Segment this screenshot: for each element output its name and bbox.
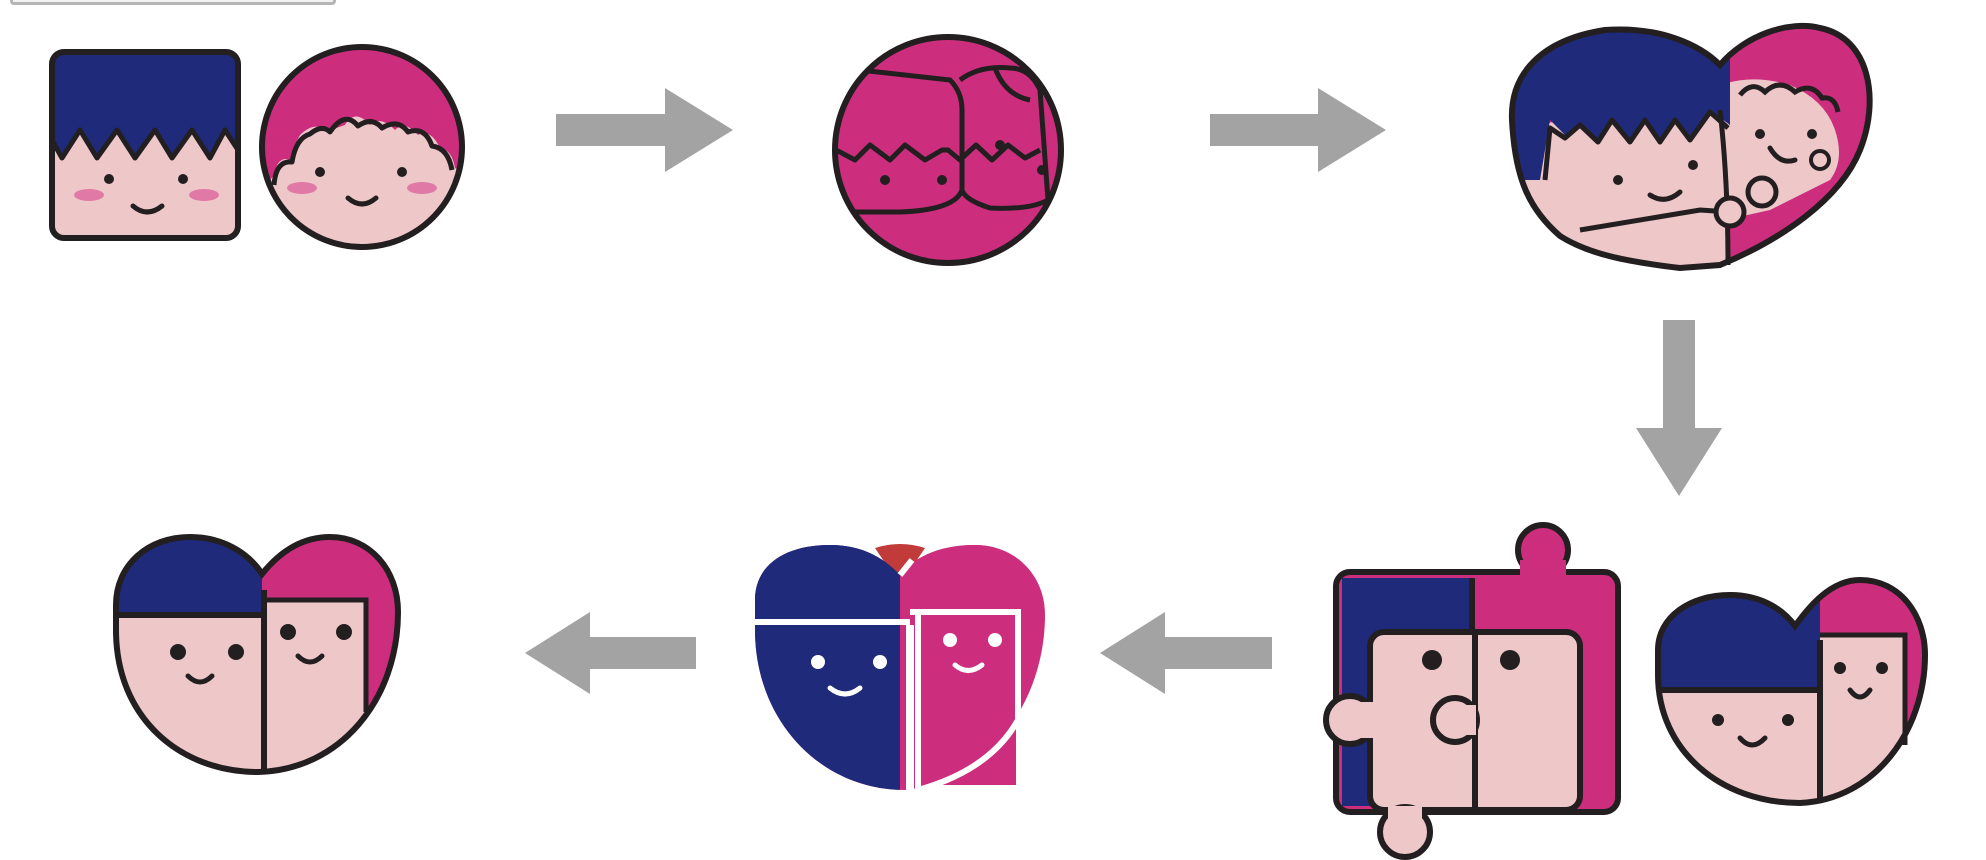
right-arrow-icon [556, 88, 733, 172]
eye-icon [937, 175, 947, 185]
smile-icon [345, 195, 379, 207]
eye-icon [873, 655, 887, 669]
blush-icon [189, 189, 219, 201]
eye-icon [1688, 160, 1698, 170]
step-1-separate-faces [49, 44, 465, 250]
eye-icon [1712, 714, 1724, 726]
eye-icon [1500, 650, 1520, 670]
smile-icon [952, 662, 985, 673]
eye-icon [397, 167, 407, 177]
window-tab-edge [10, 0, 336, 5]
blush-icon [287, 182, 317, 194]
step-5-simplified-heart [1655, 576, 1929, 807]
eye-icon [1037, 165, 1047, 175]
step-7-final-heart [113, 533, 402, 776]
eye-icon [880, 175, 890, 185]
step-2-merged-faces [832, 34, 1064, 266]
smile-icon [1737, 735, 1768, 748]
eye-icon [170, 644, 186, 660]
eye-icon [104, 174, 114, 184]
eye-icon [1782, 714, 1794, 726]
smile-icon [130, 203, 165, 215]
eye-icon [336, 624, 352, 640]
smile-icon [1847, 687, 1873, 700]
step-6-color-heart [755, 544, 1045, 794]
eye-icon [315, 167, 325, 177]
eye-icon [943, 633, 957, 647]
eye-icon [1807, 129, 1817, 139]
eye-icon [1755, 129, 1765, 139]
down-arrow-icon [1636, 320, 1722, 496]
smile-icon [827, 685, 863, 697]
eye-icon [1834, 662, 1846, 674]
smile-icon [1647, 189, 1683, 202]
eye-icon [1876, 662, 1888, 674]
eye-icon [1613, 175, 1623, 185]
eye-icon [811, 655, 825, 669]
smile-icon [295, 653, 325, 665]
step-3-hugging-faces [1508, 22, 1873, 272]
eye-icon [995, 140, 1005, 150]
eye-icon [228, 644, 244, 660]
boy-square-face [49, 49, 241, 241]
eye-icon [280, 624, 296, 640]
eye-icon [1422, 650, 1442, 670]
blush-icon [74, 189, 104, 201]
eye-icon [178, 174, 188, 184]
left-arrow-icon [1100, 612, 1272, 694]
blush-icon [407, 182, 437, 194]
left-arrow-icon [525, 612, 696, 694]
eye-icon [988, 633, 1002, 647]
right-arrow-icon [1210, 88, 1386, 172]
smile-icon [185, 673, 215, 685]
step-4-puzzle-faces [1323, 522, 1621, 860]
smile-icon [1767, 145, 1798, 164]
girl-circle-face [259, 44, 465, 250]
